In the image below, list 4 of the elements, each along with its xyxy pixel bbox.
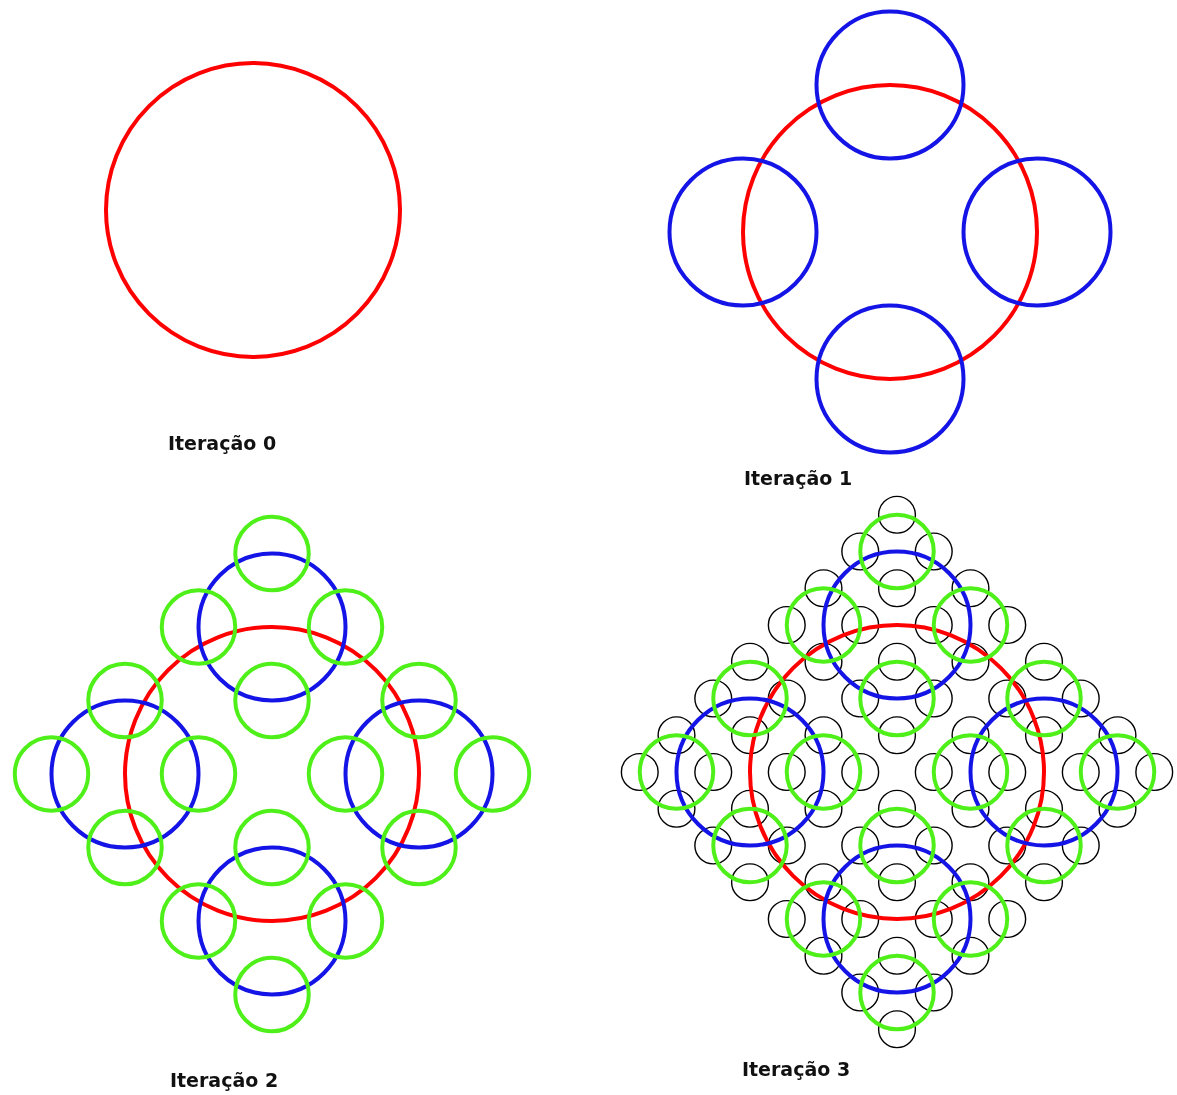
iteration-caption: Iteração 1 [743,467,853,489]
iteration-caption: Iteração 2 [169,1069,279,1091]
iteration-caption: Iteração 0 [167,432,277,454]
iteration-caption: Iteração 3 [741,1058,851,1080]
